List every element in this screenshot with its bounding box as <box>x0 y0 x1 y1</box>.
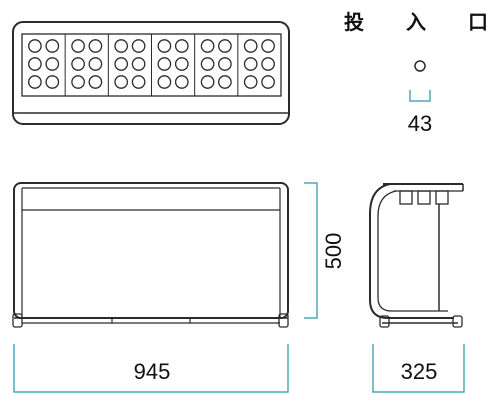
side-depth-dimension: 325 <box>401 359 438 384</box>
front-view-body <box>13 182 289 319</box>
inlet-width-dimension: 43 <box>408 111 432 136</box>
front-width-dimension-bracket <box>13 344 289 393</box>
umbrella-hole <box>157 75 172 89</box>
umbrella-hole <box>200 75 215 89</box>
umbrella-hole <box>28 75 42 89</box>
umbrella-hole <box>157 57 172 71</box>
umbrella-hole <box>131 75 146 89</box>
side-view-inlet-slot-2 <box>417 190 431 205</box>
inlet-label-char-3: 口 <box>468 10 488 34</box>
umbrella-hole <box>218 39 232 53</box>
umbrella-hole <box>114 75 129 89</box>
side-view-inlet-slot-3 <box>435 190 449 205</box>
umbrella-hole <box>261 57 275 71</box>
inlet-detail: 投 入 口 43 <box>344 10 488 136</box>
top-view-outer-frame <box>12 21 290 125</box>
umbrella-hole <box>131 57 146 71</box>
inlet-hole-symbol <box>414 60 426 72</box>
umbrella-hole <box>243 57 258 71</box>
umbrella-hole <box>88 57 103 71</box>
inlet-label-char-2: 入 <box>406 10 426 34</box>
umbrella-hole <box>71 39 85 53</box>
umbrella-hole <box>131 39 146 53</box>
top-view-hole-grid <box>28 34 275 96</box>
umbrella-hole <box>243 39 258 53</box>
side-view-front-foot <box>379 315 390 328</box>
umbrella-hole <box>218 75 232 89</box>
front-view-right-foot <box>278 313 289 328</box>
umbrella-hole <box>45 57 60 71</box>
inlet-dimension-bracket <box>409 90 431 102</box>
side-view-inner-curve <box>377 190 448 312</box>
umbrella-hole <box>28 39 42 53</box>
umbrella-hole <box>45 39 60 53</box>
umbrella-hole <box>157 39 172 53</box>
umbrella-hole <box>45 75 60 89</box>
umbrella-hole <box>174 39 189 53</box>
umbrella-hole <box>218 57 232 71</box>
front-view: 500 945 <box>12 182 346 393</box>
umbrella-hole <box>71 57 85 71</box>
umbrella-hole <box>28 57 42 71</box>
inlet-label-char-1: 投 <box>344 10 364 34</box>
umbrella-hole <box>243 75 258 89</box>
umbrella-hole <box>88 39 103 53</box>
umbrella-hole <box>200 39 215 53</box>
umbrella-hole <box>114 57 129 71</box>
umbrella-hole <box>71 75 85 89</box>
side-view-inlet-slot-1 <box>399 190 413 205</box>
side-view-curved-frame <box>369 183 454 319</box>
umbrella-hole <box>174 75 189 89</box>
umbrella-hole <box>114 39 129 53</box>
front-view-left-foot <box>12 313 23 328</box>
umbrella-hole <box>200 57 215 71</box>
umbrella-hole <box>88 75 103 89</box>
front-height-dimension: 500 <box>321 233 346 270</box>
front-height-dimension-bracket <box>304 182 318 319</box>
side-view: 325 <box>369 183 465 393</box>
front-width-dimension: 945 <box>134 359 171 384</box>
umbrella-hole <box>261 39 275 53</box>
umbrella-hole <box>261 75 275 89</box>
top-view <box>12 21 290 125</box>
side-depth-dimension-bracket <box>372 344 465 393</box>
side-view-rear-foot <box>452 315 463 328</box>
umbrella-hole <box>174 57 189 71</box>
